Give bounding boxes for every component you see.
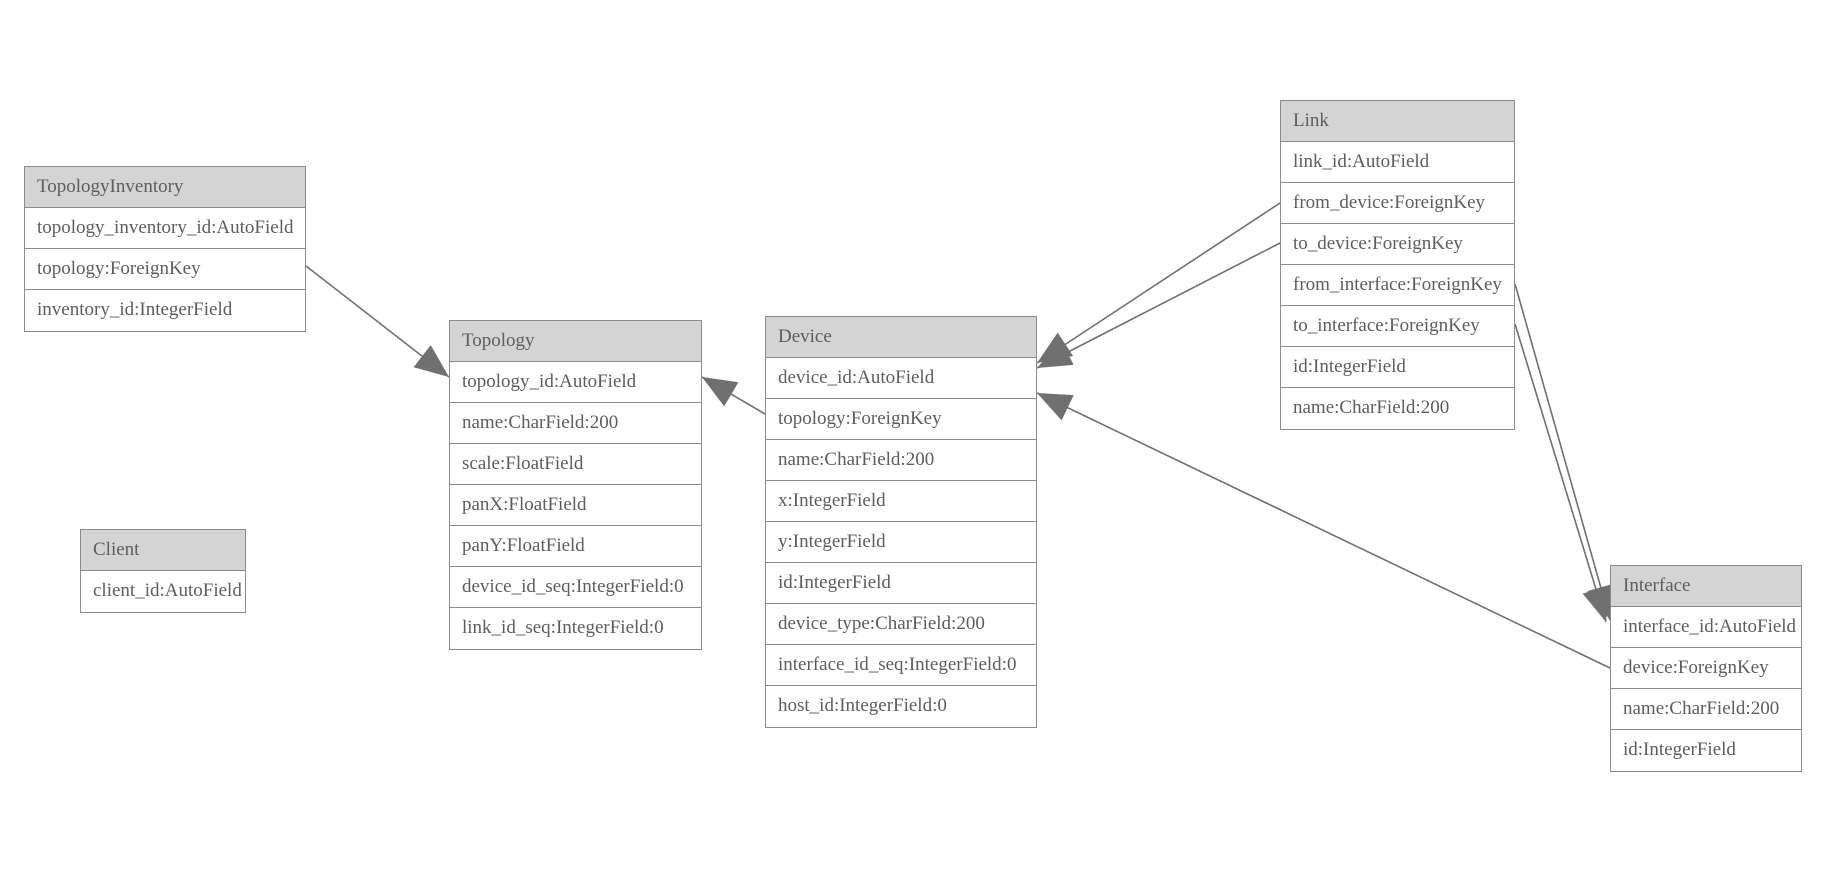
relationship-arrowhead — [1037, 340, 1074, 368]
entity-field: inventory_id:IntegerField — [25, 290, 305, 331]
entity-field: id:IntegerField — [1281, 347, 1514, 388]
entity-field: topology:ForeignKey — [25, 249, 305, 290]
relationship-line — [1514, 323, 1607, 623]
rel-link-from-device — [1036, 202, 1281, 364]
entity-field: link_id_seq:IntegerField:0 — [450, 608, 701, 649]
entity-field: topology_id:AutoField — [450, 362, 701, 403]
entity-field: panY:FloatField — [450, 526, 701, 567]
entity-title-topology_inventory: TopologyInventory — [25, 167, 305, 208]
entity-field: to_device:ForeignKey — [1281, 224, 1514, 265]
entity-title-device: Device — [766, 317, 1036, 358]
entity-field: scale:FloatField — [450, 444, 701, 485]
rel-link-from-interface — [1514, 283, 1615, 621]
rel-link-to-interface — [1514, 323, 1610, 623]
rel-link-to-device — [1036, 242, 1281, 369]
entity-field: x:IntegerField — [766, 481, 1036, 522]
entity-field: topology:ForeignKey — [766, 399, 1036, 440]
entity-field: from_interface:ForeignKey — [1281, 265, 1514, 306]
entity-field: to_interface:ForeignKey — [1281, 306, 1514, 347]
relationship-line — [701, 376, 766, 415]
entity-field: link_id:AutoField — [1281, 142, 1514, 183]
entity-field: y:IntegerField — [766, 522, 1036, 563]
relationship-line — [1036, 202, 1281, 364]
entity-field: from_device:ForeignKey — [1281, 183, 1514, 224]
entity-field: name:CharField:200 — [1281, 388, 1514, 429]
entity-field: id:IntegerField — [1611, 730, 1801, 771]
entity-field: device_id:AutoField — [766, 358, 1036, 399]
entity-field: host_id:IntegerField:0 — [766, 686, 1036, 727]
entity-field: topology_inventory_id:AutoField — [25, 208, 305, 249]
entity-field: name:CharField:200 — [1611, 689, 1801, 730]
relationship-line — [305, 265, 450, 378]
entity-field: device_id_seq:IntegerField:0 — [450, 567, 701, 608]
entity-title-interface: Interface — [1611, 566, 1801, 607]
relationship-line — [1036, 392, 1611, 669]
entity-title-client: Client — [81, 530, 245, 571]
rel-device-topology — [701, 376, 766, 415]
entity-field: client_id:AutoField — [81, 571, 245, 612]
relationship-line — [1036, 242, 1281, 369]
entity-field: name:CharField:200 — [450, 403, 701, 444]
rel-topologyinventory-topology — [305, 265, 450, 378]
relationship-line — [1514, 283, 1611, 621]
entity-title-link: Link — [1281, 101, 1514, 142]
entity-field: interface_id_seq:IntegerField:0 — [766, 645, 1036, 686]
entity-field: device:ForeignKey — [1611, 648, 1801, 689]
entity-title-topology: Topology — [450, 321, 701, 362]
entity-field: panX:FloatField — [450, 485, 701, 526]
entity-field: device_type:CharField:200 — [766, 604, 1036, 645]
entity-field: id:IntegerField — [766, 563, 1036, 604]
entity-field: name:CharField:200 — [766, 440, 1036, 481]
relationship-arrowhead — [1037, 393, 1074, 421]
entity-field: interface_id:AutoField — [1611, 607, 1801, 648]
